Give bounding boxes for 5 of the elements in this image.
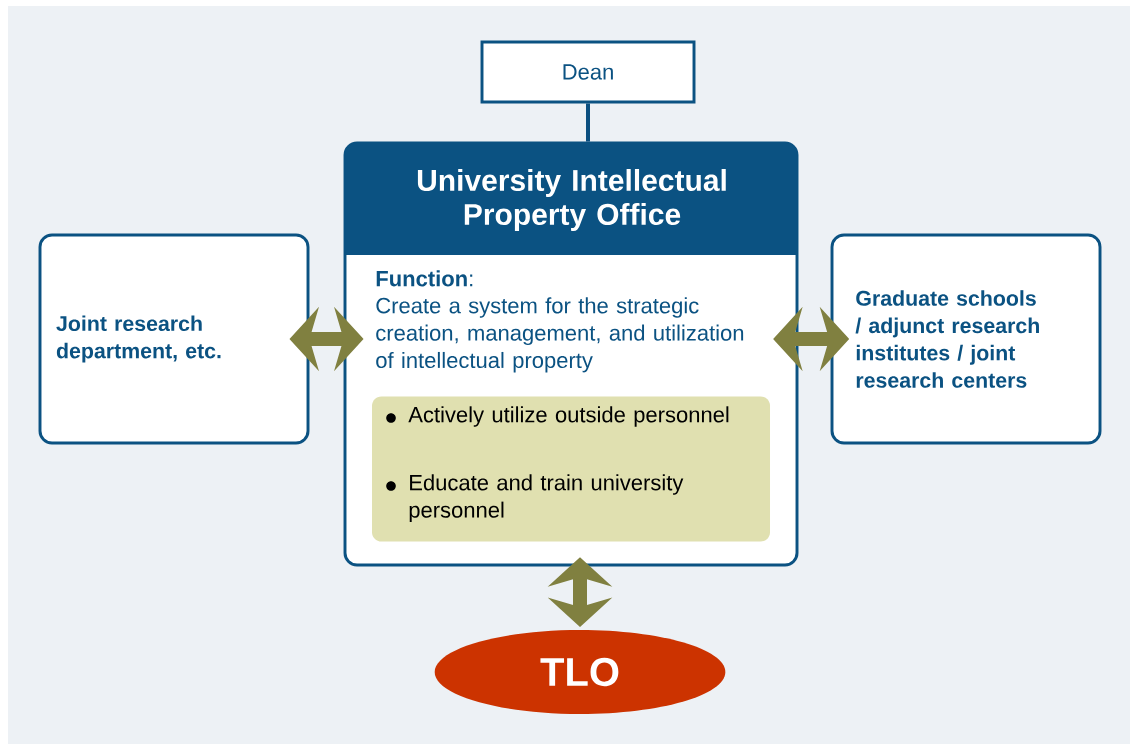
unit-box: Graduate schools / adjunct research institutes / joint research centers <box>830 233 1102 445</box>
bullet-panel: Actively utilize outside personnel Educate and train university personnel <box>372 396 770 542</box>
title-box: Dean <box>480 40 696 104</box>
unit-box: Joint research department, etc. <box>38 233 310 445</box>
connector-line <box>586 103 590 142</box>
